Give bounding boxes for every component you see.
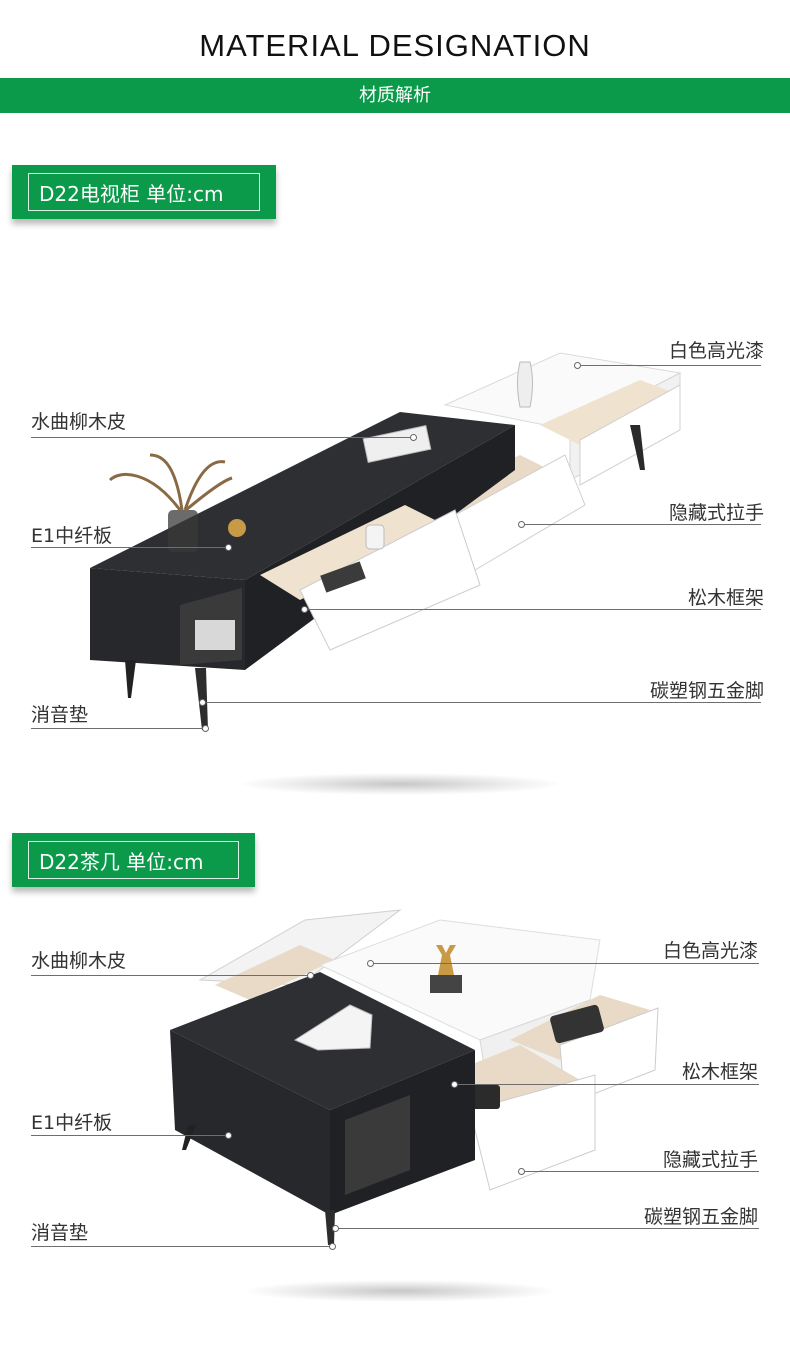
callout-white-lacquer: 白色高光漆: [668, 340, 764, 362]
black-table-compartment: [345, 1095, 410, 1195]
decor-gold-figure: [436, 945, 456, 975]
cabinet-leg-right: [630, 425, 645, 470]
callout-dot-mdf-board: [225, 544, 232, 551]
callout-dot-steel-leg-2: [332, 1225, 339, 1232]
decor-magazine: [293, 1004, 373, 1051]
callout-dot-mdf-board-2: [225, 1132, 232, 1139]
books-in-compartment: [195, 620, 235, 650]
callout-steel-leg: 碳塑钢五金脚: [649, 680, 764, 702]
drawer-item-box: [320, 561, 366, 593]
callout-pine-frame: 松木框架: [687, 587, 764, 609]
decor-gold-ball: [228, 519, 246, 537]
section-tag-coffee-table: D22茶几 单位:cm: [12, 833, 255, 887]
decor-base: [430, 975, 462, 993]
drawer-front-right: [579, 384, 681, 486]
callout-line-silencer-pad: [31, 728, 204, 729]
callout-line-steel-leg: [203, 702, 761, 703]
callout-silencer-pad-2: 消音垫: [31, 1222, 89, 1244]
callout-dot-steel-leg: [199, 699, 206, 706]
callout-line-pine-frame: [305, 609, 761, 610]
callout-line-mdf-board: [31, 547, 227, 548]
section-tag-label: D22电视柜 单位:cm: [28, 173, 260, 211]
subtitle-bar: 材质解析: [0, 78, 790, 113]
section-tag-tv-cabinet: D22电视柜 单位:cm: [12, 165, 276, 219]
callout-dot-pine-frame: [301, 606, 308, 613]
callout-dot-pine-frame-2: [451, 1081, 458, 1088]
black-table-front: [170, 1030, 330, 1215]
callout-dot-hidden-handle: [518, 521, 525, 528]
callout-line-silencer-pad-2: [31, 1246, 331, 1247]
section-tag-label: D22茶几 单位:cm: [28, 841, 239, 879]
callout-line-willow-veneer-2: [31, 975, 309, 976]
callout-line-pine-frame-2: [455, 1084, 759, 1085]
callout-dot-white-lacquer-2: [367, 960, 374, 967]
callout-steel-leg-2: 碳塑钢五金脚: [643, 1206, 758, 1228]
callout-line-hidden-handle-2: [522, 1171, 759, 1172]
callout-hidden-handle: 隐藏式拉手: [668, 502, 764, 524]
page-title: MATERIAL DESIGNATION: [199, 28, 591, 63]
drawer-item-cup: [365, 524, 385, 550]
callout-willow-veneer-2: 水曲柳木皮: [31, 950, 127, 972]
floor-shadow-coffee-table: [245, 1280, 555, 1302]
drawer-front-front: [469, 1074, 596, 1191]
callout-silencer-pad: 消音垫: [31, 704, 89, 726]
callout-mdf-board: E1中纤板: [31, 525, 113, 547]
cabinet-leg-left: [125, 660, 136, 698]
callout-mdf-board-2: E1中纤板: [31, 1112, 113, 1134]
callout-line-white-lacquer-2: [371, 963, 759, 964]
callout-white-lacquer-2: 白色高光漆: [662, 940, 758, 962]
callout-line-mdf-board-2: [31, 1135, 227, 1136]
callout-line-hidden-handle: [522, 524, 761, 525]
callout-willow-veneer: 水曲柳木皮: [31, 411, 127, 433]
callout-line-white-lacquer: [578, 365, 761, 366]
open-drawer-front: [260, 505, 445, 600]
callout-dot-silencer-pad-2: [329, 1243, 336, 1250]
callout-dot-white-lacquer: [574, 362, 581, 369]
callout-dot-hidden-handle-2: [518, 1168, 525, 1175]
open-drawer-right: [540, 380, 680, 445]
callout-line-willow-veneer: [31, 437, 412, 438]
floor-shadow-tv-cabinet: [240, 773, 560, 795]
callout-pine-frame-2: 松木框架: [681, 1061, 758, 1083]
callout-dot-willow-veneer-2: [307, 972, 314, 979]
table-leg-left: [182, 1125, 196, 1150]
back-drawer-interior: [215, 945, 335, 1000]
drawer-item-tablet: [550, 1004, 604, 1044]
callout-line-steel-leg-2: [336, 1228, 759, 1229]
decor-vase: [517, 361, 533, 408]
callout-dot-willow-veneer: [410, 434, 417, 441]
page-subtitle: 材质解析: [359, 85, 431, 106]
tv-cabinet-illustration: [90, 352, 682, 730]
callout-dot-silencer-pad: [202, 725, 209, 732]
callout-hidden-handle-2: 隐藏式拉手: [662, 1149, 758, 1171]
decor-glass-jar: [168, 510, 198, 552]
table-leg-front: [325, 1210, 335, 1245]
decor-dried-grass: [108, 453, 233, 512]
drawer-front-left: [299, 509, 481, 651]
